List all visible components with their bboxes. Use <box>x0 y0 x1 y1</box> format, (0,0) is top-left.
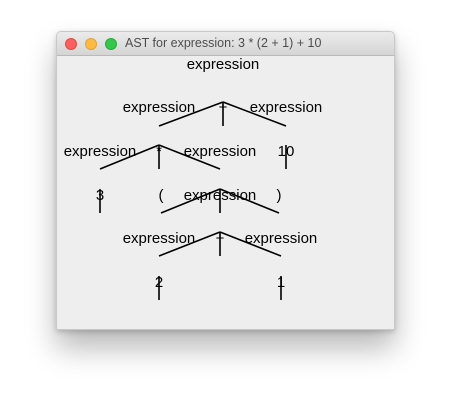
tree-node-number: 3 <box>96 187 104 204</box>
tree-node-paren: ( <box>159 187 164 204</box>
tree-node-number: 1 <box>277 274 285 291</box>
zoom-button[interactable] <box>105 38 117 50</box>
tree-edges <box>99 101 287 300</box>
title-bar[interactable]: AST for expression: 3 * (2 + 1) + 10 <box>57 32 394 56</box>
tree-node-expression: expression <box>245 230 318 247</box>
tree-node-expression: expression <box>123 99 196 116</box>
edge-n6-n11 <box>219 188 280 214</box>
edge-n1-n6 <box>158 144 221 170</box>
tree-node-root: expression <box>187 56 260 73</box>
tree-node-expression: expression <box>184 143 257 160</box>
tree-node-expression: expression <box>250 99 323 116</box>
tree-node-operator: + <box>216 230 225 247</box>
tree-node-operator: + <box>219 99 228 116</box>
tree-nodes: expression expression + expression expre… <box>64 56 323 291</box>
tree-node-expression: expression <box>123 230 196 247</box>
close-button[interactable] <box>65 38 77 50</box>
tree-node-paren: ) <box>277 187 282 204</box>
ast-window: AST for expression: 3 * (2 + 1) + 10 exp… <box>56 31 395 330</box>
tree-node-number: 2 <box>155 274 163 291</box>
edge-n10-n14 <box>219 231 282 257</box>
tree-node-expression: expression <box>64 143 137 160</box>
tree-node-operator: * <box>156 143 162 160</box>
ast-tree-canvas: expression expression + expression expre… <box>64 56 323 300</box>
window-title: AST for expression: 3 * (2 + 1) + 10 <box>125 36 322 50</box>
tree-node-expression: expression <box>184 187 257 204</box>
edge-n1-n4 <box>99 144 160 170</box>
tree-node-number: 10 <box>278 143 295 160</box>
minimize-button[interactable] <box>85 38 97 50</box>
edge-n6-n9 <box>160 188 221 214</box>
edge-n0-n1 <box>158 101 224 127</box>
edge-n0-n3 <box>222 101 287 127</box>
edge-n10-n12 <box>158 231 221 257</box>
